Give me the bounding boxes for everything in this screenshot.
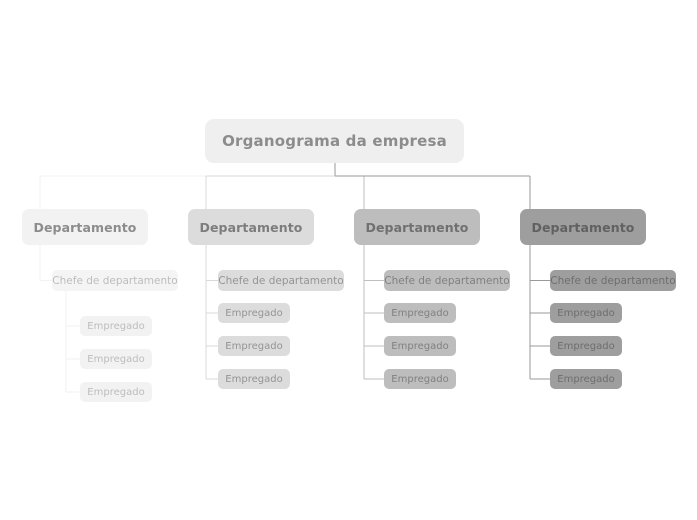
department-node-2-label: Departamento [199,219,303,235]
chefe-node-3-label: Chefe de departamento [384,274,510,287]
employee-node-2-1-label: Empregado [225,307,283,319]
employee-node-4-2-label: Empregado [557,340,615,352]
employee-node-2-2-label: Empregado [225,340,283,352]
employee-node-3-2[interactable]: Empregado [384,336,456,356]
chefe-node-1-label: Chefe de departamento [52,274,178,287]
employee-node-3-1[interactable]: Empregado [384,303,456,323]
chefe-node-4[interactable]: Chefe de departamento [550,270,676,291]
employee-node-2-2[interactable]: Empregado [218,336,290,356]
employee-node-2-3[interactable]: Empregado [218,369,290,389]
department-node-4[interactable]: Departamento [520,209,646,245]
employee-node-3-3-label: Empregado [391,373,449,385]
root-node[interactable]: Organograma da empresa [205,119,464,163]
department-node-3[interactable]: Departamento [354,209,480,245]
employee-node-4-3-label: Empregado [557,373,615,385]
employee-node-4-2[interactable]: Empregado [550,336,622,356]
employee-node-1-3[interactable]: Empregado [80,382,152,402]
root-node-label: Organograma da empresa [222,132,447,150]
employee-node-3-2-label: Empregado [391,340,449,352]
employee-node-3-1-label: Empregado [391,307,449,319]
department-node-2[interactable]: Departamento [188,209,314,245]
chefe-node-4-label: Chefe de departamento [550,274,676,287]
employee-node-1-3-label: Empregado [87,386,145,398]
employee-node-2-3-label: Empregado [225,373,283,385]
chefe-node-3[interactable]: Chefe de departamento [384,270,510,291]
department-node-4-label: Departamento [531,219,635,235]
chefe-node-1[interactable]: Chefe de departamento [52,270,178,291]
department-node-3-label: Departamento [365,219,469,235]
employee-node-1-2[interactable]: Empregado [80,349,152,369]
employee-node-4-1-label: Empregado [557,307,615,319]
chefe-node-2[interactable]: Chefe de departamento [218,270,344,291]
employee-node-1-1[interactable]: Empregado [80,316,152,336]
chefe-node-2-label: Chefe de departamento [218,274,344,287]
employee-node-4-1[interactable]: Empregado [550,303,622,323]
employee-node-4-3[interactable]: Empregado [550,369,622,389]
employee-node-3-3[interactable]: Empregado [384,369,456,389]
employee-node-1-1-label: Empregado [87,320,145,332]
department-node-1[interactable]: Departamento [22,209,148,245]
employee-node-2-1[interactable]: Empregado [218,303,290,323]
employee-node-1-2-label: Empregado [87,353,145,365]
department-node-1-label: Departamento [33,219,137,235]
